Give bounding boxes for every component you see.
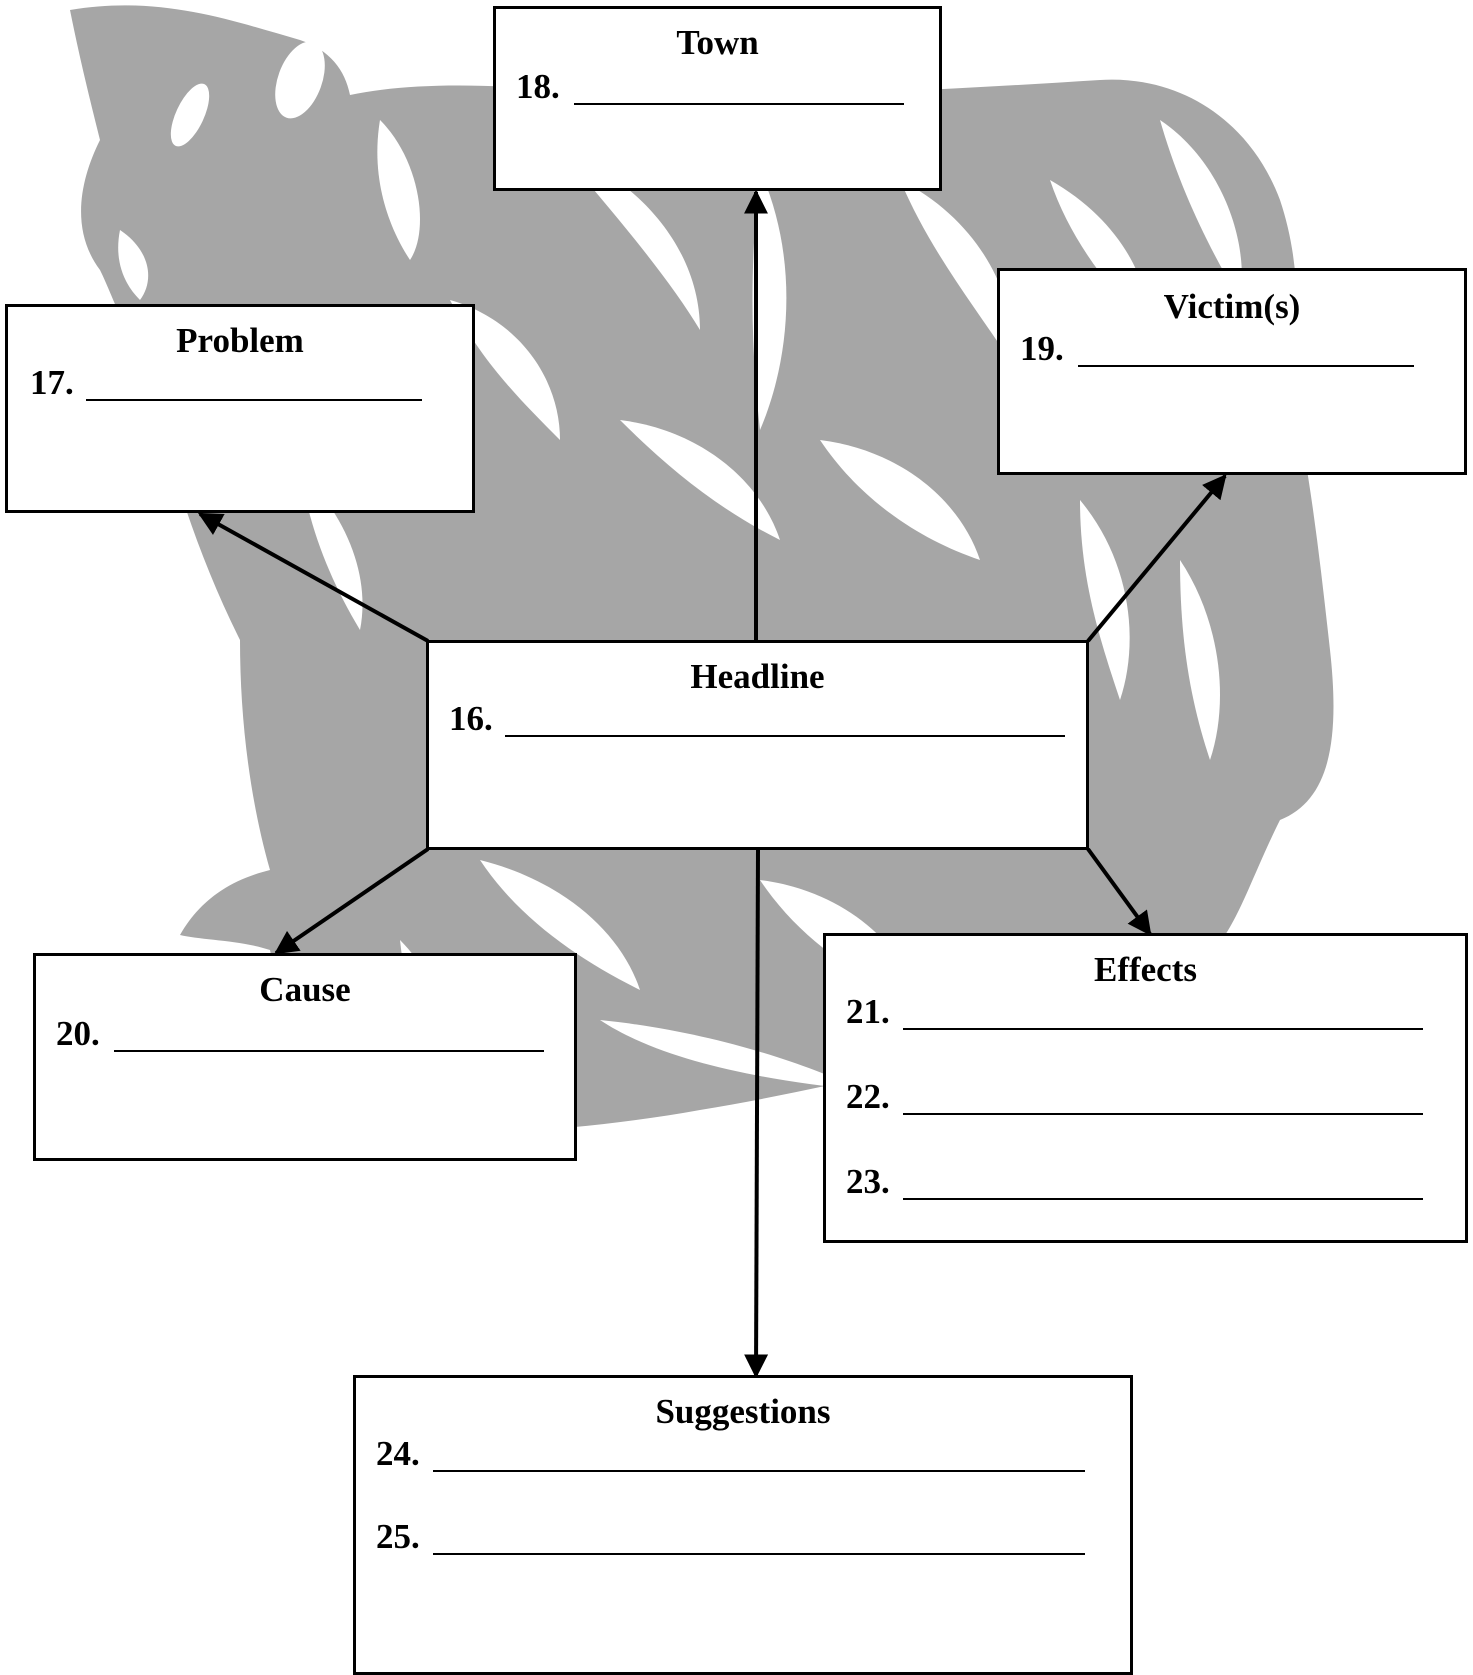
item-25-label: 25. [376, 1517, 420, 1556]
item-24-label: 24. [376, 1434, 420, 1473]
problem-box: Problem 17. [5, 304, 475, 513]
item-23-label: 23. [846, 1162, 890, 1201]
item-21-label: 21. [846, 992, 890, 1031]
item-22-answer-line[interactable] [903, 1113, 1423, 1115]
item-16-label: 16. [449, 699, 493, 738]
town-title: Town [676, 23, 759, 62]
item-25-answer-line[interactable] [433, 1553, 1085, 1555]
victims-box: Victim(s) 19. [997, 268, 1467, 475]
effects-box: Effects 21. 22. 23. [823, 933, 1468, 1243]
victims-title: Victim(s) [1163, 287, 1301, 326]
item-18-label: 18. [516, 67, 560, 106]
item-17-label: 17. [30, 363, 74, 402]
problem-title: Problem [176, 321, 304, 360]
item-16-answer-line[interactable] [505, 735, 1065, 737]
item-19-answer-line[interactable] [1078, 365, 1414, 367]
cause-title: Cause [259, 970, 351, 1009]
suggestions-title: Suggestions [655, 1392, 831, 1431]
item-24-answer-line[interactable] [433, 1470, 1085, 1472]
item-22-label: 22. [846, 1077, 890, 1116]
item-20-label: 20. [56, 1014, 100, 1053]
item-21-answer-line[interactable] [903, 1028, 1423, 1030]
item-19-label: 19. [1020, 329, 1064, 368]
cause-box: Cause 20. [33, 953, 577, 1161]
item-20-answer-line[interactable] [114, 1050, 544, 1052]
item-18-answer-line[interactable] [574, 103, 904, 105]
headline-box: Headline 16. [426, 640, 1089, 850]
item-17-answer-line[interactable] [86, 399, 422, 401]
town-box: Town 18. [493, 6, 942, 191]
effects-title: Effects [1093, 950, 1197, 989]
headline-title: Headline [690, 657, 825, 696]
item-23-answer-line[interactable] [903, 1198, 1423, 1200]
suggestions-box: Suggestions 24. 25. [353, 1375, 1133, 1675]
